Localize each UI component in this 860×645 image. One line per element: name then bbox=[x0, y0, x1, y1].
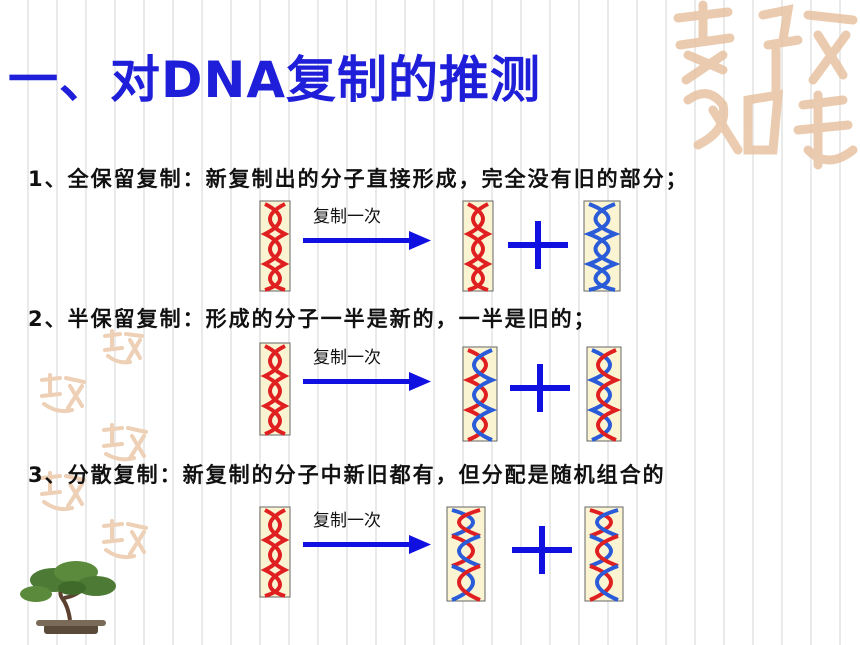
page-title: 一、对DNA复制的推测 bbox=[8, 51, 542, 109]
bonsai-tree-image bbox=[20, 561, 116, 634]
row-3-child-b-dna bbox=[584, 506, 624, 602]
row-1-arrow-label: 复制一次 bbox=[313, 207, 381, 227]
row-2-parent-dna bbox=[259, 342, 291, 436]
row-1-child-new-dna bbox=[583, 200, 621, 292]
decorative-seal-left-1 bbox=[103, 329, 144, 365]
row-3-arrow-label: 复制一次 bbox=[313, 511, 381, 531]
row-1-text: 1、全保留复制：新复制出的分子直接形成，完全没有旧的部分； bbox=[28, 167, 689, 191]
row-1-plus-sign bbox=[508, 221, 568, 269]
decorative-seal-top-right bbox=[673, 0, 858, 170]
row-3-text: 3、分散复制：新复制的分子中新旧都有，但分配是随机组合的 bbox=[28, 463, 666, 487]
row-3-plus-sign bbox=[512, 526, 572, 574]
row-2-child-b-dna bbox=[586, 346, 622, 442]
row-2-arrow bbox=[303, 372, 431, 391]
row-2-child-a-dna bbox=[462, 346, 498, 442]
row-1-parent-dna bbox=[259, 200, 291, 292]
decorative-seal-left-3 bbox=[102, 423, 148, 462]
decorative-seal-left-2 bbox=[40, 373, 86, 414]
row-2-text: 2、半保留复制：形成的分子一半是新的，一半是旧的； bbox=[28, 307, 597, 331]
decorative-seal-left-4 bbox=[40, 471, 86, 512]
row-3-parent-dna bbox=[259, 506, 291, 598]
row-2-plus-sign bbox=[510, 364, 570, 412]
row-1-arrow bbox=[303, 231, 431, 250]
row-3-child-a-dna bbox=[446, 506, 486, 602]
row-1-child-old-dna bbox=[462, 200, 494, 292]
decorative-seal-left-5 bbox=[102, 519, 148, 560]
row-3-arrow bbox=[303, 535, 431, 554]
row-2-arrow-label: 复制一次 bbox=[313, 348, 381, 368]
